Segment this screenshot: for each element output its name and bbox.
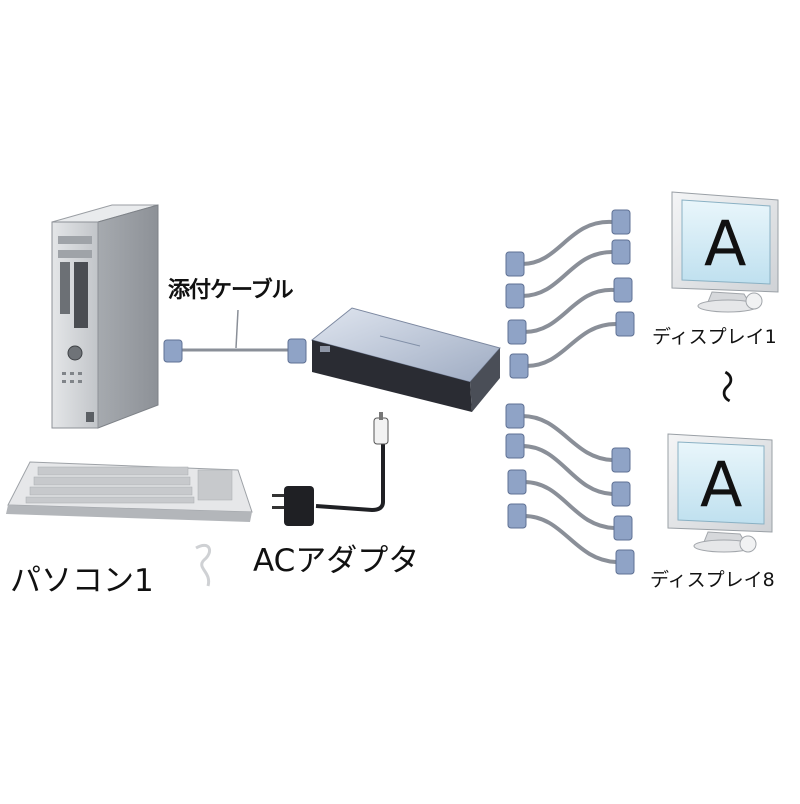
output-cables-upper: [521, 219, 617, 368]
label-ac-adapter: ACアダプタ: [253, 543, 420, 579]
monitor-first: [671, 191, 779, 313]
ac-adapter: [272, 412, 389, 526]
output-connectors-lower: [505, 403, 635, 575]
output-cables-lower: [521, 414, 617, 564]
cable-connector-pc: [163, 339, 183, 363]
display-splitter: [310, 307, 501, 412]
label-display-first: ディスプレイ1: [652, 326, 777, 348]
range-mark: 〜: [705, 369, 746, 404]
pc-tower: [51, 204, 159, 429]
cable-connector-switch: [287, 338, 307, 364]
label-display-last: ディスプレイ8: [650, 569, 775, 591]
included-cable: [163, 309, 307, 364]
mouse-cable: [195, 543, 212, 587]
output-connectors-upper: [505, 209, 635, 379]
label-included-cable: 添付ケーブル: [168, 278, 294, 303]
monitor-last: [667, 433, 773, 553]
screen-letter-last: A: [700, 448, 743, 521]
screen-letter-first: A: [704, 207, 747, 280]
label-pc: パソコン1: [10, 563, 154, 599]
keyboard: [6, 461, 253, 522]
